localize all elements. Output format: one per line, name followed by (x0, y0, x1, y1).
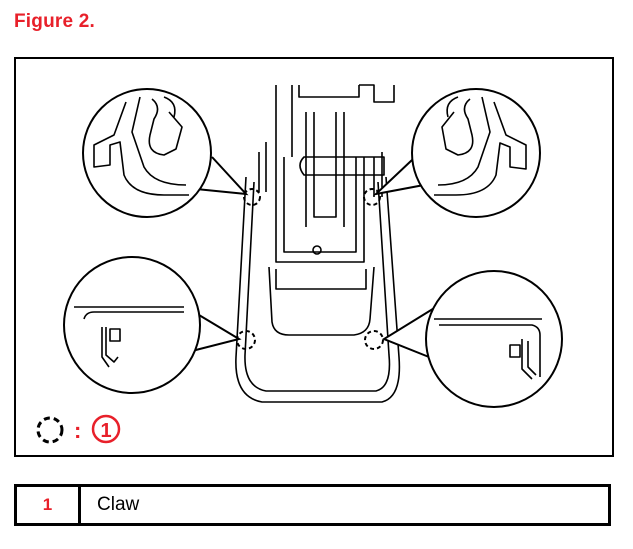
figure-legend-key: : 1 (36, 414, 121, 444)
zoom-callout-lower-right (381, 270, 563, 408)
part-body (235, 84, 401, 403)
diagram-figure: : 1 (14, 57, 614, 457)
legend-separator: : (74, 418, 81, 443)
legend-row-number: 1 (17, 487, 81, 523)
claw-markers (236, 188, 384, 350)
legend-table: 1 Claw (14, 484, 611, 526)
claw-marker-upper-left (243, 188, 261, 206)
zoom-callout-lower-left (63, 256, 242, 394)
callout-number: 1 (100, 420, 111, 442)
zoom-callout-upper-right (372, 88, 541, 218)
legend-row-label: Claw (97, 494, 140, 515)
claw-marker-upper-right (363, 188, 381, 206)
dashed-circle-key-icon (36, 416, 64, 444)
zoom-callout-upper-left (82, 88, 249, 218)
figure-title: Figure 2. (14, 11, 95, 32)
callout-number-circle-icon (91, 414, 121, 444)
claw-marker-lower-right (364, 330, 384, 350)
